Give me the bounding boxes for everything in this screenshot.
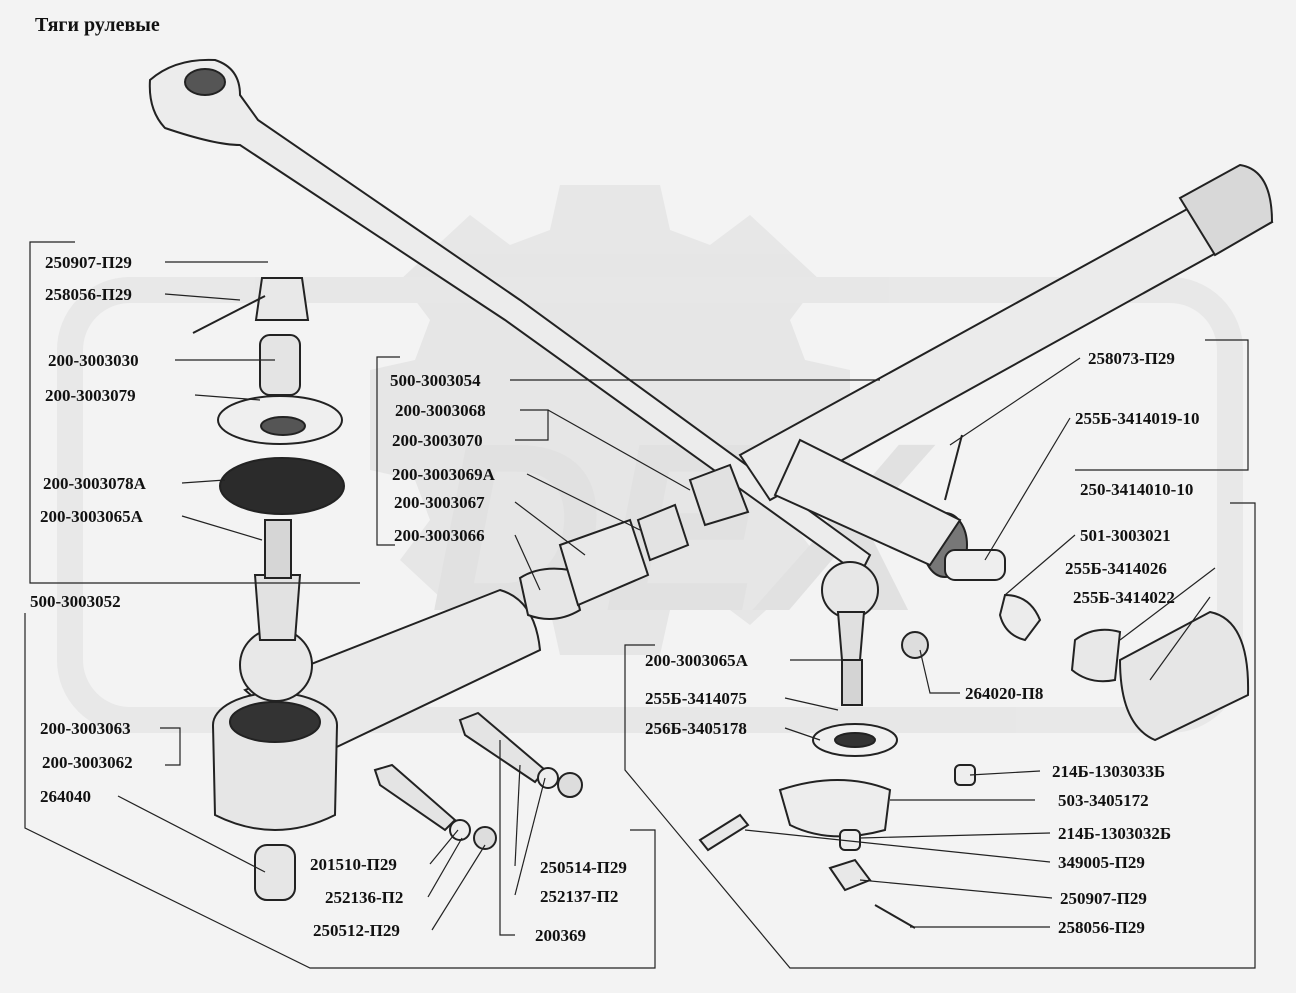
label-200-3003067: 200-3003067 (394, 493, 485, 512)
cross-tube-rod (738, 163, 1274, 578)
label-200-3003030: 200-3003030 (48, 351, 139, 370)
label-200-3003069a: 200-3003069А (392, 465, 496, 484)
watermark-frame (57, 277, 1243, 733)
label-258073-p29: 258073-П29 (1088, 349, 1175, 368)
watermark: DEX (57, 185, 1243, 733)
label-255b-3414022: 255Б-3414022 (1073, 588, 1175, 607)
page-title: Тяги рулевые (35, 14, 160, 36)
label-255b-3414019-10: 255Б-3414019-10 (1075, 409, 1200, 428)
right-ball-pin-assembly (778, 549, 1250, 838)
label-264020-p8: 264020-П8 (965, 684, 1043, 703)
label-500-3003054: 500-3003054 (390, 371, 481, 390)
label-200-3003065a-right: 200-3003065А (645, 651, 749, 670)
group-brackets (24, 241, 1256, 969)
label-255b-3414075: 255Б-3414075 (645, 689, 747, 708)
label-201510-p29: 201510-П29 (310, 855, 397, 874)
part-labels: 250907-П29 258056-П29 200-3003030 200-30… (30, 253, 1200, 945)
label-500-3003052: 500-3003052 (30, 592, 121, 611)
label-200-3003065a-left: 200-3003065А (40, 507, 144, 526)
middle-spring-parts (518, 463, 750, 620)
label-250512-p29: 250512-П29 (313, 921, 400, 940)
label-200-3003079: 200-3003079 (45, 386, 136, 405)
label-200-3003068: 200-3003068 (395, 401, 486, 420)
label-214b-1303032b: 214Б-1303032Б (1058, 824, 1171, 843)
label-200-3003070: 200-3003070 (392, 431, 483, 450)
left-tie-rod-end (212, 588, 542, 831)
long-steering-rod (148, 58, 872, 577)
label-264040: 264040 (40, 787, 91, 806)
label-258056-p29-left: 258056-П29 (45, 285, 132, 304)
label-200-3003063: 200-3003063 (40, 719, 131, 738)
label-250514-p29: 250514-П29 (540, 858, 627, 877)
small-hardware (254, 434, 976, 929)
label-200-3003066: 200-3003066 (394, 526, 485, 545)
label-250907-p29-right: 250907-П29 (1060, 889, 1147, 908)
label-200369: 200369 (535, 926, 586, 945)
label-252137-p2: 252137-П2 (540, 887, 618, 906)
label-501-3003021: 501-3003021 (1080, 526, 1171, 545)
label-255b-3414026: 255Б-3414026 (1065, 559, 1167, 578)
label-200-3003062: 200-3003062 (42, 753, 133, 772)
left-ball-pin-stack (192, 277, 345, 702)
label-503-3405172: 503-3405172 (1058, 791, 1149, 810)
label-258056-p29-right: 258056-П29 (1058, 918, 1145, 937)
leader-lines (117, 261, 1216, 936)
label-200-3003078a: 200-3003078А (43, 474, 147, 493)
label-252136-p2: 252136-П2 (325, 888, 403, 907)
label-250907-p29-left: 250907-П29 (45, 253, 132, 272)
label-256b-3405178: 256Б-3405178 (645, 719, 747, 738)
label-214b-1303033b: 214Б-1303033Б (1052, 762, 1165, 781)
label-349005-p29: 349005-П29 (1058, 853, 1145, 872)
label-250-3414010-10: 250-3414010-10 (1080, 480, 1193, 499)
